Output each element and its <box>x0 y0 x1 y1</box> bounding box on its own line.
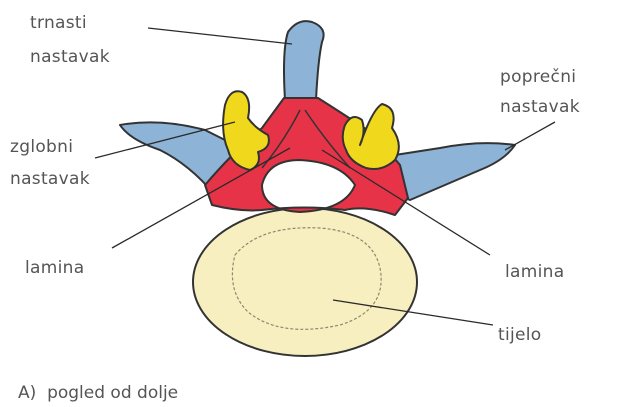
label-spinous-line1: trnasti <box>30 13 87 33</box>
figure-caption: A) pogled od dolje <box>18 383 178 403</box>
leader-transverse <box>505 122 555 150</box>
right-articular-process <box>343 104 399 169</box>
label-articular-line2: nastavak <box>10 169 90 189</box>
label-articular-line1: zglobni <box>10 137 73 157</box>
label-lamina-right: lamina <box>505 262 564 282</box>
label-lamina-left: lamina <box>25 258 84 278</box>
label-transverse-line2: nastavak <box>500 97 580 117</box>
label-transverse-line1: poprečni <box>500 67 576 87</box>
label-spinous-line2: nastavak <box>30 47 110 67</box>
leader-spinous <box>148 28 292 44</box>
vertebral-body <box>193 208 417 356</box>
spinous-process <box>284 21 324 100</box>
label-body: tijelo <box>498 325 542 345</box>
